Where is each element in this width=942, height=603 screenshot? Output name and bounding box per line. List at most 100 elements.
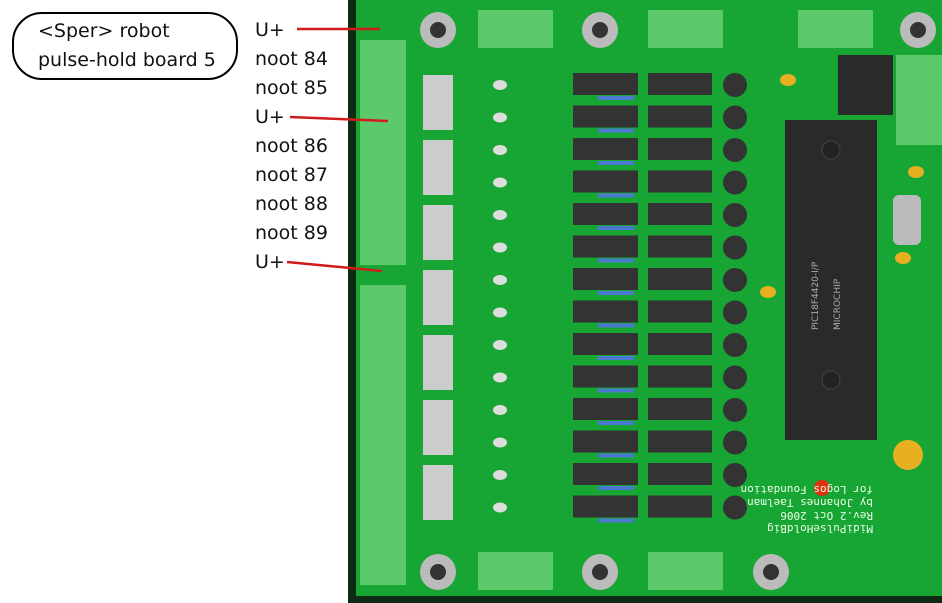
resistor [598,518,634,523]
heatsink-diode [423,75,453,130]
svg-text:by Johannes Taelman: by Johannes Taelman [747,496,873,509]
resistor [598,453,634,458]
mosfet [648,430,712,453]
label-noot-89: noot 89 [255,222,328,244]
leader-line-3 [286,260,383,273]
header-connector [798,10,873,48]
heatsink-diode [423,140,453,195]
mosfet [648,105,712,128]
label-u-plus-1: U+ [255,19,285,41]
diode [493,112,507,123]
heatsink-diode [423,205,453,260]
led [814,480,830,496]
header-connector [478,552,553,590]
capacitors [760,74,924,470]
diode [493,80,507,90]
diode [493,340,507,350]
label-noot-84: noot 84 [255,48,328,70]
terminal-block [360,285,406,415]
mosfet [573,333,638,355]
heatsink-diode [423,335,453,390]
mosfet [573,365,638,388]
transistor [723,300,747,325]
label-noot-85: noot 85 [255,77,328,99]
terminal-connectors [360,10,873,590]
header-connector [648,552,723,590]
resistor [598,356,634,360]
mosfet [573,73,638,95]
resistor [598,486,634,490]
diode [493,307,507,318]
mosfet [573,398,638,420]
svg-text:MidiPulseHoldBig: MidiPulseHoldBig [767,522,873,535]
mosfet [648,73,712,95]
transistor [723,333,747,357]
terminal-connector-right [896,55,942,145]
title-line-2: pulse-hold board 5 [38,49,216,71]
diode [493,470,507,480]
heatsink-diode [423,465,453,520]
mounting-holes [420,12,936,590]
mosfet [648,268,712,290]
diode [493,242,507,253]
mosfet [573,268,638,290]
crystal [893,195,921,245]
pcb-photo: PIC18F4420-I/P MICROCHIP MidiPulseHoldBi… [348,0,942,603]
title-line-1: <Sper> robot [38,20,170,42]
resistor [598,128,634,133]
leader-line-2 [289,115,389,123]
label-noot-87: noot 87 [255,164,328,186]
diode [493,437,507,448]
transistor [723,73,747,97]
transistor [723,235,747,260]
mosfet [573,495,638,518]
resistor [598,323,634,328]
mosfet [573,170,638,193]
diode [493,145,507,155]
transistor [723,138,747,162]
label-u-plus-2: U+ [255,106,285,128]
mosfet [648,495,712,518]
diode [493,210,507,220]
mosfet [648,300,712,323]
resistor [598,193,634,198]
mosfet [648,365,712,388]
resistor [598,226,634,230]
transistor [723,203,747,227]
transistor [723,105,747,130]
resistor [598,388,634,393]
mosfet [648,203,712,225]
header-connector [648,10,723,48]
microcontroller-chip: PIC18F4420-I/P MICROCHIP [785,120,877,440]
board-silkscreen: MidiPulseHoldBig Rev.2 Oct 2006 by Johan… [741,483,873,535]
diode [493,177,507,188]
transistor [723,463,747,487]
diode [493,275,507,285]
transistor [723,495,747,520]
heatsink-diode [423,270,453,325]
terminal-block [360,135,406,265]
title-callout: <Sper> robot pulse-hold board 5 [12,12,238,80]
diode [493,502,507,513]
mosfet [573,203,638,225]
label-u-plus-3: U+ [255,251,285,273]
transistor [723,170,747,195]
svg-text:for Logos Foundation: for Logos Foundation [741,483,873,496]
mosfet [573,463,638,485]
mosfet [648,138,712,160]
resistor [598,421,634,425]
mosfet [648,235,712,258]
mosfet [648,333,712,355]
diode [493,372,507,383]
driver-rows [423,73,747,523]
resistor [598,291,634,295]
resistor [598,96,634,100]
diode [493,405,507,415]
svg-text:MICROCHIP: MICROCHIP [833,278,843,330]
mosfet [573,430,638,453]
transistor [723,430,747,455]
chip-marking: PIC18F4420-I/P [811,261,821,330]
label-noot-88: noot 88 [255,193,328,215]
heatsink-diode [423,400,453,455]
